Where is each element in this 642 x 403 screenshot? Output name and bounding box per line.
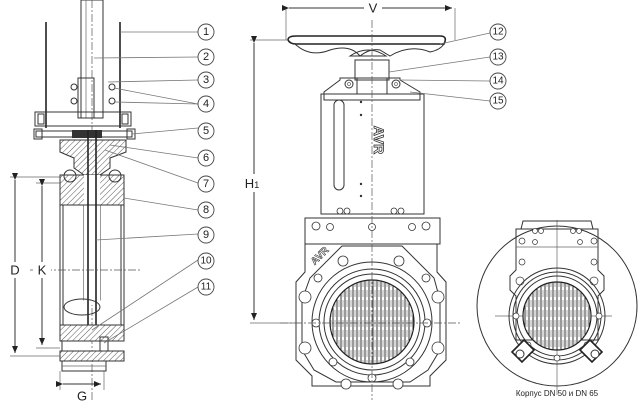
svg-text:14: 14 <box>492 76 504 87</box>
detail-view: Корпус DN 50 и DN 65 <box>476 220 638 398</box>
svg-text:3: 3 <box>203 74 209 86</box>
svg-text:5: 5 <box>203 125 209 137</box>
callout-5: 5 <box>197 122 215 140</box>
dim-label-g: G <box>77 389 87 403</box>
callout-9: 9 <box>197 226 215 244</box>
dim-label-v: V <box>369 1 378 16</box>
front-view: AVR AVR <box>244 0 491 400</box>
svg-text:10: 10 <box>200 256 212 267</box>
svg-text:15: 15 <box>492 96 504 107</box>
dim-label-d: D <box>10 263 19 278</box>
callout-3: 3 <box>197 71 215 89</box>
svg-text:7: 7 <box>203 178 209 190</box>
callout-8: 8 <box>197 201 215 219</box>
svg-text:8: 8 <box>203 204 209 216</box>
callout-12: 12 <box>489 23 507 41</box>
callout-4: 4 <box>197 95 215 113</box>
svg-text:2: 2 <box>203 51 209 63</box>
svg-text:6: 6 <box>203 152 209 164</box>
detail-caption: Корпус DN 50 и DN 65 <box>516 389 599 398</box>
dim-label-h1: H1 <box>245 176 259 191</box>
side-section-view: D K G <box>6 0 199 403</box>
callout-6: 6 <box>197 149 215 167</box>
logo-avr-yoke: AVR <box>371 126 387 155</box>
svg-text:4: 4 <box>203 98 209 110</box>
svg-text:11: 11 <box>201 282 212 293</box>
svg-text:1: 1 <box>203 26 209 38</box>
callout-10: 10 <box>197 252 215 270</box>
callout-11: 11 <box>197 278 215 296</box>
svg-text:9: 9 <box>203 229 209 241</box>
callout-14: 14 <box>489 72 507 90</box>
callouts-right: 12 13 14 15 <box>489 23 507 110</box>
callout-13: 13 <box>489 48 507 66</box>
dim-label-k: K <box>38 263 47 278</box>
logo-avr-body: AVR <box>309 245 332 268</box>
svg-text:12: 12 <box>492 27 504 38</box>
callout-15: 15 <box>489 92 507 110</box>
callouts-left: 1 2 3 4 5 6 7 8 9 10 11 <box>197 23 215 296</box>
callout-1: 1 <box>197 23 215 41</box>
callout-2: 2 <box>197 48 215 66</box>
svg-text:13: 13 <box>492 52 504 63</box>
callout-7: 7 <box>197 175 215 193</box>
